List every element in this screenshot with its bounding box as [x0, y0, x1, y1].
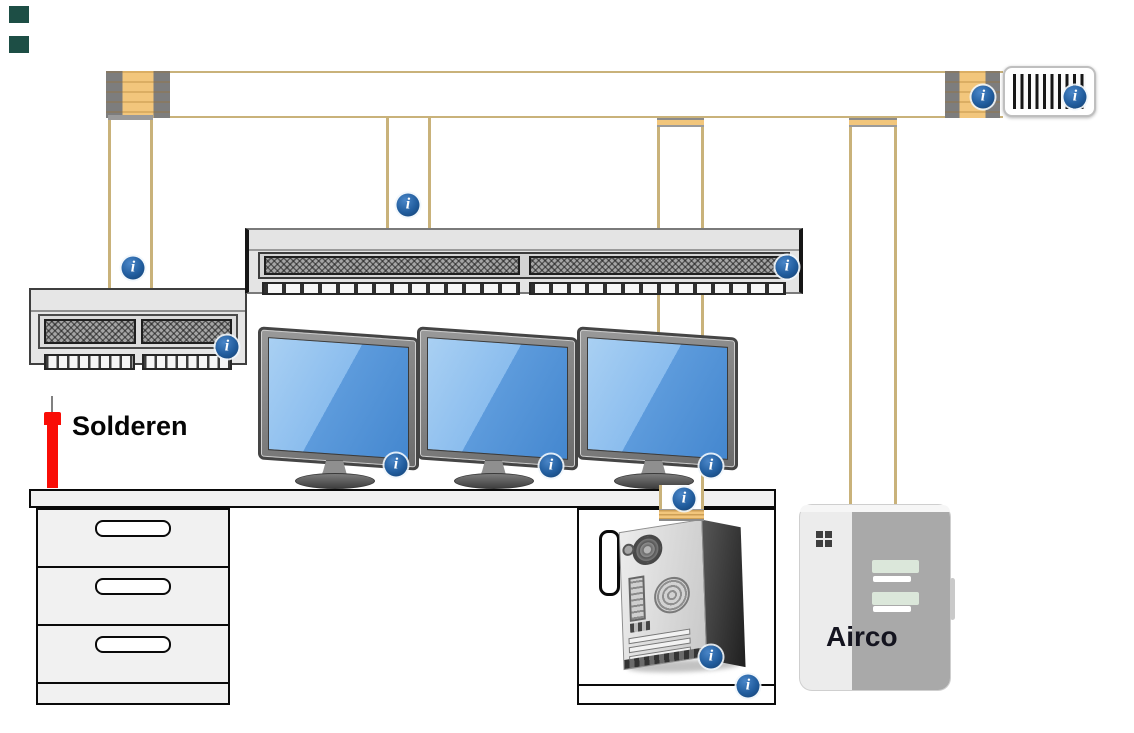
pc-rear-panel [618, 518, 708, 671]
airco-display-bar [872, 592, 919, 605]
drawer-3 [38, 626, 228, 684]
mesh-panel [264, 256, 520, 275]
slot-strip [44, 354, 135, 370]
round-vent-icon [653, 574, 691, 616]
slot-strip [141, 354, 232, 370]
marker-square-1 [9, 6, 29, 23]
hood-slot-row [262, 282, 786, 295]
info-icon-filter-unit[interactable]: i [215, 335, 239, 359]
airco-display-bar [873, 606, 911, 612]
info-icon-drop-hood[interactable]: i [396, 193, 420, 217]
airco-unit: Airco [800, 505, 955, 690]
airco-label: Airco [826, 621, 898, 652]
info-icon-desk-duct-connector[interactable]: i [672, 487, 696, 511]
monitor-screen [427, 337, 568, 460]
airco-side-handle [950, 578, 955, 620]
airco-display-bar [872, 560, 919, 573]
mesh-panel [44, 319, 136, 344]
drawer-handle [95, 578, 171, 595]
filter-slot-row [44, 354, 232, 370]
soldering-iron-tip [51, 396, 53, 413]
duct-drop-desk-upper [657, 118, 704, 230]
monitor-screen [587, 337, 728, 460]
drawer-handle [95, 636, 171, 653]
info-icon-exhaust-grille[interactable]: i [1063, 85, 1087, 109]
slot-strip [262, 282, 520, 295]
info-icon-pc-tower[interactable]: i [699, 645, 723, 669]
monitor-frame [417, 326, 578, 471]
info-icon-slot-hood[interactable]: i [775, 255, 799, 279]
airco-vent-icon [816, 531, 832, 547]
io-panel [628, 575, 646, 622]
pc-tower [616, 514, 751, 676]
desk-top [29, 489, 776, 508]
filter-top-band [31, 290, 245, 312]
cabinet-vent-slot [599, 530, 620, 596]
drawer-handle [95, 520, 171, 537]
psu-fan-icon [631, 532, 663, 568]
info-icon-duct-connector-right[interactable]: i [971, 85, 995, 109]
mesh-panel [528, 256, 784, 275]
monitor-base [453, 473, 534, 489]
monitor-frame [577, 326, 738, 471]
mesh-panel [140, 319, 232, 344]
drawer-1 [38, 510, 228, 568]
drawer-unit [36, 508, 230, 705]
monitor-base [294, 473, 375, 489]
port-cluster [629, 620, 651, 633]
duct-drop-airco [849, 118, 897, 508]
hood-top-band [249, 230, 799, 251]
monitor-2 [417, 326, 578, 490]
duct-connector-left [106, 71, 170, 118]
info-icon-drop-filter-unit[interactable]: i [121, 256, 145, 280]
slot-strip [528, 282, 786, 295]
info-icon-pc-cabinet[interactable]: i [736, 674, 760, 698]
info-icon-monitor-2[interactable]: i [539, 454, 563, 478]
soldering-iron [47, 424, 58, 488]
soldering-iron-cap [44, 412, 61, 425]
filter-mesh-row [38, 314, 238, 349]
soldering-label: Solderen [72, 411, 188, 441]
monitor-1 [258, 326, 419, 490]
info-icon-monitor-3[interactable]: i [699, 454, 723, 478]
monitor-screen [268, 337, 409, 460]
exhaust-duct [106, 71, 1003, 118]
slot-extraction-hood [245, 228, 803, 295]
info-icon-monitor-1[interactable]: i [384, 453, 408, 477]
airco-display-bar [873, 576, 911, 582]
hood-mesh-row [258, 252, 790, 279]
filter-unit [29, 288, 247, 370]
marker-square-2 [9, 36, 29, 53]
monitor-frame [258, 326, 419, 471]
drawer-2 [38, 568, 228, 626]
